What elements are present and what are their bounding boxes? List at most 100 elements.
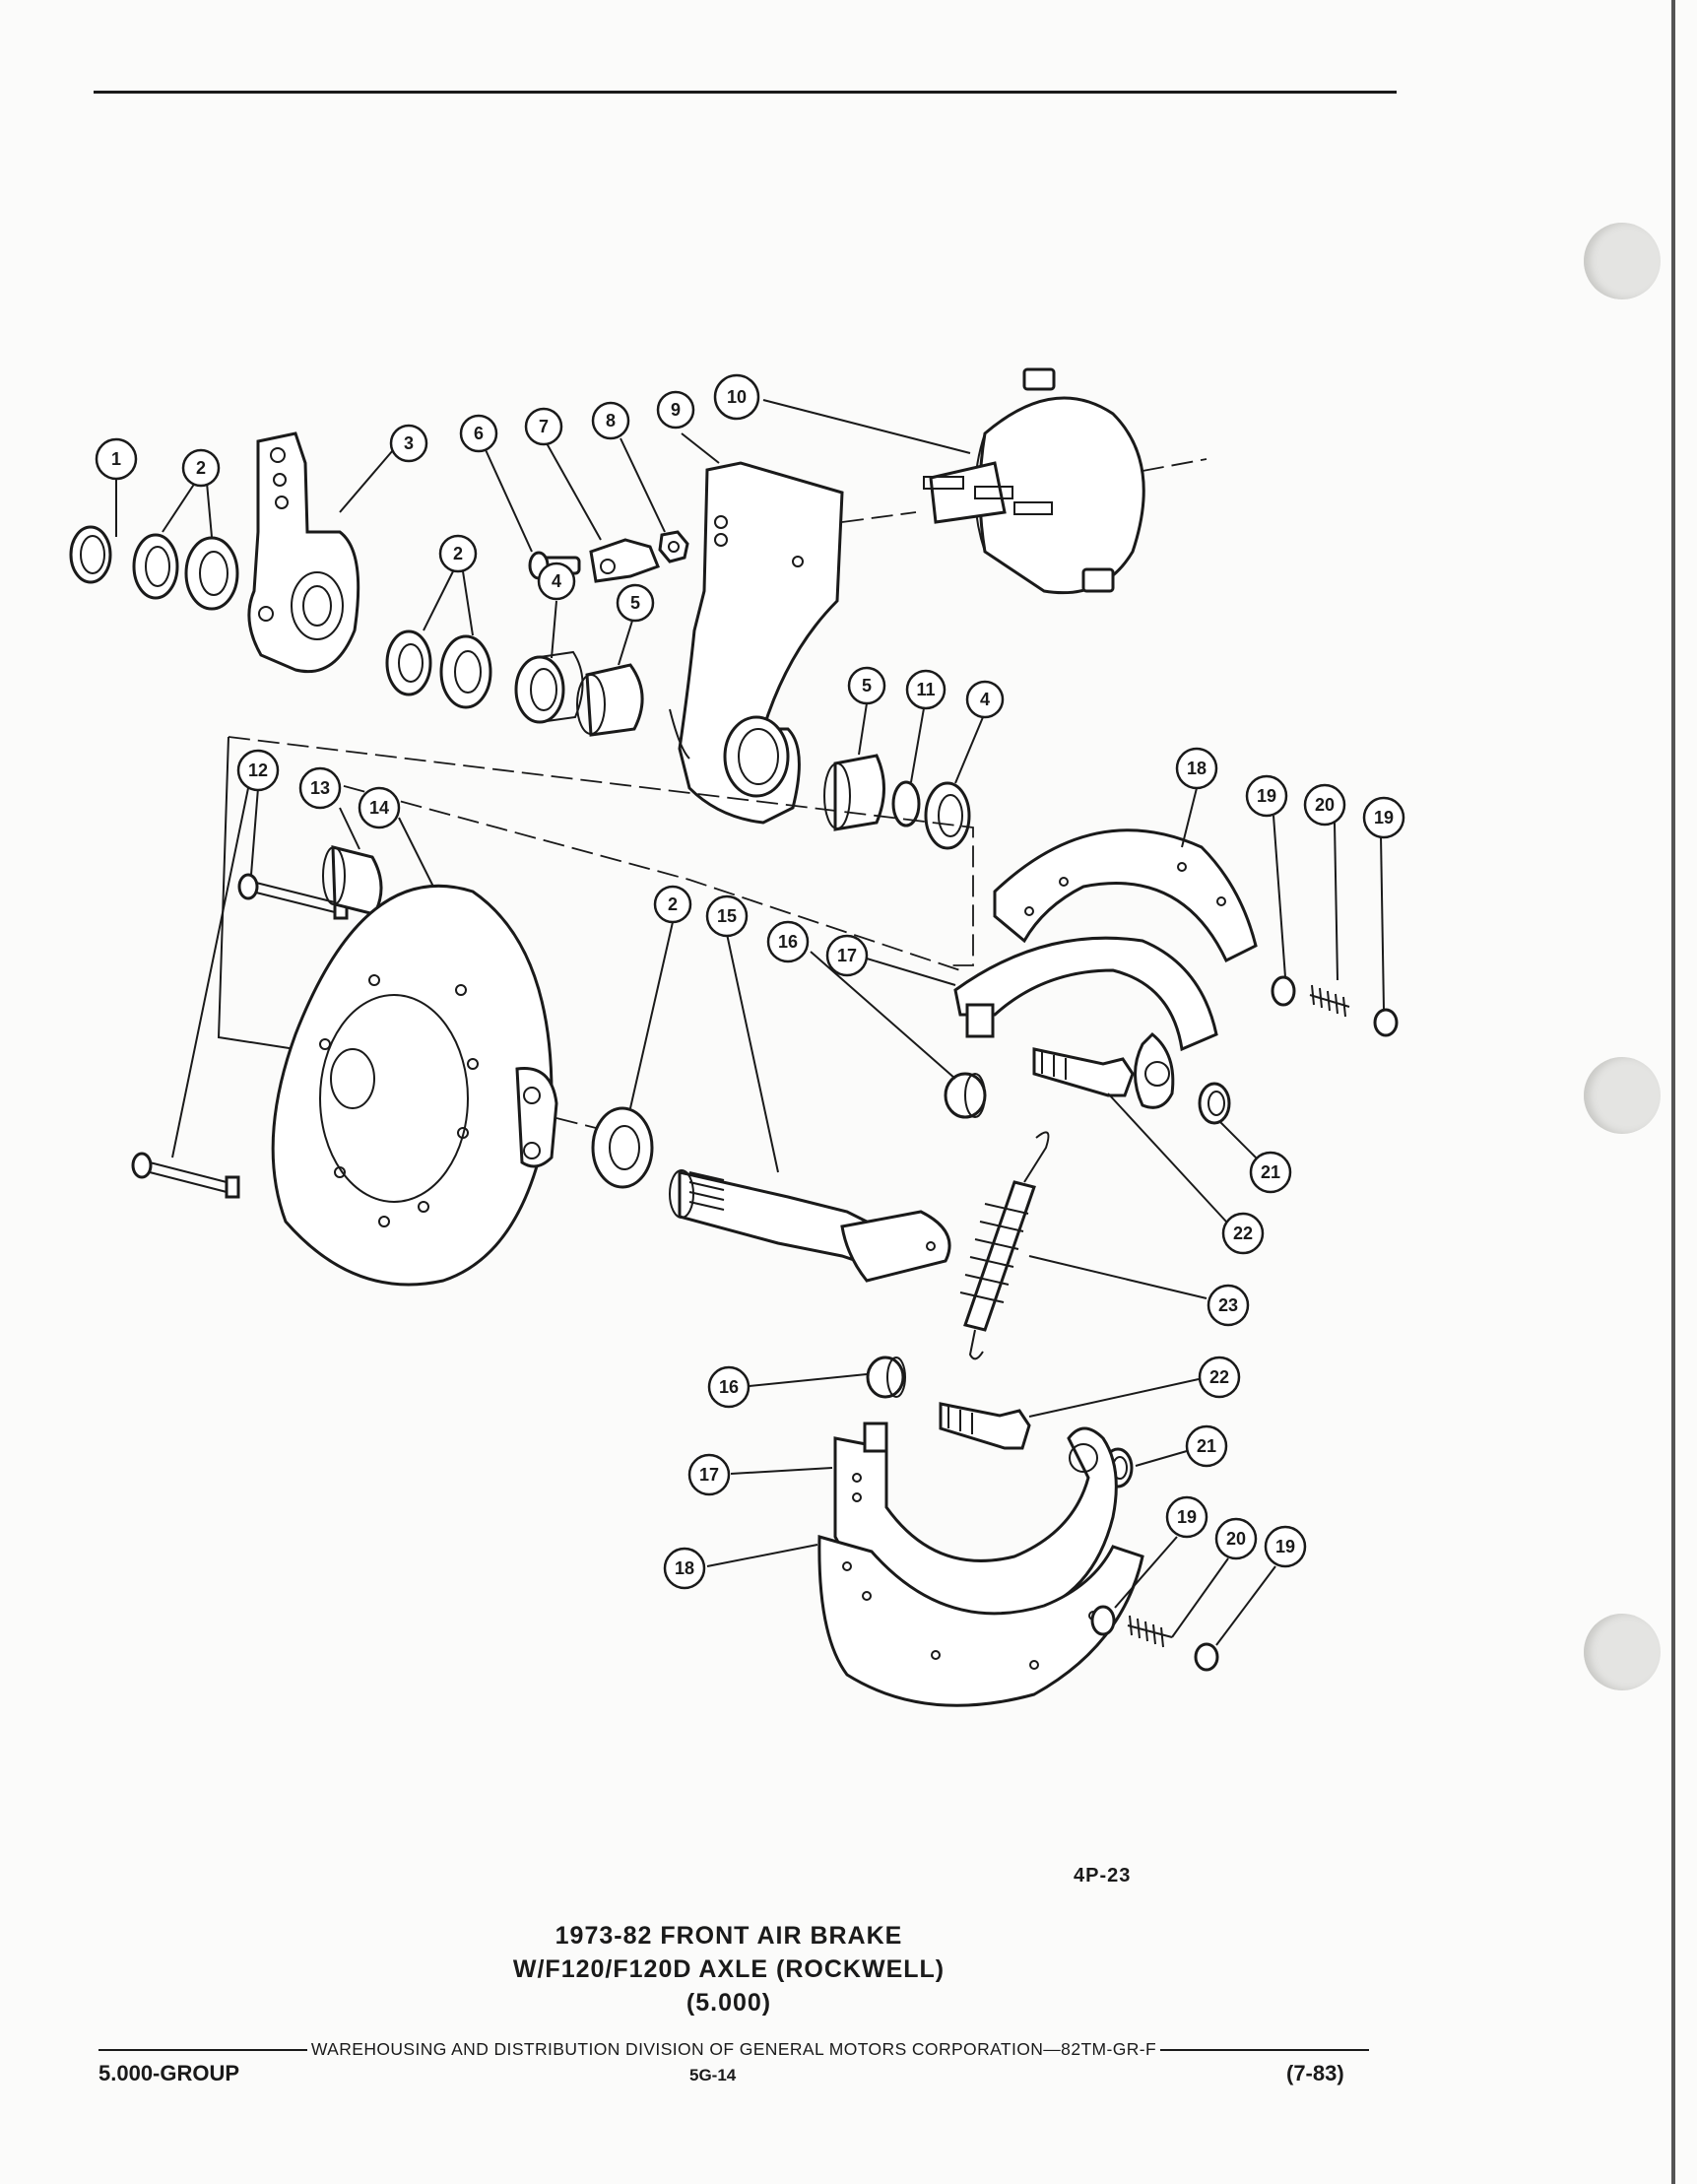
callout-2a: 2	[181, 448, 221, 488]
callout-13: 13	[298, 766, 342, 810]
part-anchor-pin-right-upper	[1032, 1047, 1135, 1097]
callout-label-4a: 4	[552, 571, 561, 591]
part-washer-pair-left	[132, 533, 239, 611]
callout-label-21a: 21	[1261, 1162, 1280, 1182]
title-line-3: (5.000)	[685, 1989, 772, 2017]
callout-5b: 5	[847, 666, 886, 705]
part-anchor-pin-upper	[237, 873, 349, 920]
callout-19a: 19	[1245, 774, 1288, 818]
part-bushing-right	[823, 754, 885, 831]
figure-code: 4P-23	[1074, 1865, 1132, 1886]
callout-label-1: 1	[111, 449, 121, 469]
callout-label-3: 3	[404, 433, 414, 453]
callout-label-16b: 16	[719, 1377, 739, 1397]
part-washer-pair-middle	[385, 629, 492, 709]
callout-10: 10	[713, 373, 760, 421]
part-brake-lining-upper	[993, 828, 1258, 963]
callout-23: 23	[1207, 1284, 1250, 1327]
figure-title: 1973-82 FRONT AIR BRAKE W/F120/F120D AXL…	[394, 1919, 1064, 2019]
callout-5a: 5	[616, 583, 655, 623]
part-o-ring	[891, 780, 921, 827]
callout-label-22a: 22	[1233, 1224, 1253, 1243]
page-edge	[1671, 0, 1675, 2184]
part-spider-bushing	[322, 845, 383, 916]
binder-hole-bottom	[1584, 1614, 1661, 1690]
callout-label-21b: 21	[1197, 1436, 1216, 1456]
footer-date: (7-83)	[1286, 2061, 1344, 2085]
callout-label-2c: 2	[668, 894, 678, 914]
callout-label-14: 14	[369, 798, 389, 818]
callout-label-18a: 18	[1187, 759, 1207, 778]
callout-21b: 21	[1185, 1424, 1228, 1468]
part-clevis	[589, 538, 660, 583]
footer-page: 5G-14	[689, 2066, 737, 2085]
callout-2c: 2	[653, 885, 692, 924]
callout-22a: 22	[1221, 1212, 1265, 1255]
callout-20b: 20	[1214, 1517, 1258, 1560]
callout-18a: 18	[1175, 747, 1218, 790]
callout-4a: 4	[537, 562, 576, 601]
callout-label-20b: 20	[1226, 1529, 1246, 1549]
callout-label-17a: 17	[837, 946, 857, 965]
callout-9: 9	[656, 390, 695, 430]
callout-label-19a: 19	[1257, 786, 1276, 806]
callout-17b: 17	[687, 1453, 731, 1496]
callout-20a: 20	[1303, 783, 1346, 827]
callout-17a: 17	[825, 934, 869, 977]
footer-group: 5.000-GROUP	[98, 2061, 240, 2085]
part-brake-chamber	[923, 367, 1145, 595]
callout-12: 12	[236, 749, 280, 792]
part-slack-adjuster	[247, 431, 360, 674]
part-cam-roller-upper	[944, 1072, 987, 1119]
callout-2b: 2	[438, 534, 478, 573]
callout-6: 6	[459, 414, 498, 453]
part-brake-spider	[271, 884, 558, 1287]
callout-label-4b: 4	[980, 690, 990, 709]
part-brake-shoe-upper	[953, 936, 1218, 1109]
footer-rule-left	[98, 2048, 307, 2051]
callout-21a: 21	[1249, 1151, 1292, 1194]
part-seal-right	[924, 781, 971, 850]
part-seal-left	[514, 650, 584, 724]
part-cam-roller-lower	[866, 1356, 906, 1399]
callout-16b: 16	[707, 1365, 751, 1409]
callout-8: 8	[591, 401, 630, 440]
callout-label-16a: 16	[778, 932, 798, 952]
callout-15: 15	[705, 894, 749, 938]
callout-18b: 18	[663, 1547, 706, 1590]
callout-label-5a: 5	[630, 593, 640, 613]
binder-hole-middle	[1584, 1057, 1661, 1134]
part-snap-ring	[69, 525, 112, 584]
callout-label-17b: 17	[699, 1465, 719, 1485]
callout-label-13: 13	[310, 778, 330, 798]
callout-label-11: 11	[916, 680, 935, 699]
callout-label-8: 8	[606, 411, 616, 430]
part-spring-assembly-lower	[1090, 1605, 1219, 1672]
title-line-1: 1973-82 FRONT AIR BRAKE	[555, 1922, 903, 1950]
part-anchor-pin-right-lower	[939, 1402, 1031, 1450]
callout-3: 3	[389, 424, 428, 463]
part-washer-lower	[591, 1106, 654, 1189]
callout-label-19b: 19	[1374, 808, 1394, 827]
callout-label-6: 6	[474, 424, 484, 443]
footer-division-text: WAREHOUSING AND DISTRIBUTION DIVISION OF…	[310, 2039, 1157, 2059]
title-line-2: W/F120/F120D AXLE (ROCKWELL)	[512, 1955, 946, 1983]
callout-16a: 16	[766, 920, 810, 963]
callout-1: 1	[95, 437, 138, 481]
callout-14: 14	[358, 786, 401, 829]
footer-rule-right	[1160, 2048, 1370, 2051]
top-rule	[94, 91, 1397, 94]
part-jam-nut	[658, 530, 689, 563]
callout-label-2a: 2	[196, 458, 206, 478]
callout-19c: 19	[1165, 1495, 1208, 1539]
part-brake-lining-lower	[817, 1535, 1144, 1707]
part-retainer-clip-upper	[1198, 1082, 1231, 1125]
callout-label-12: 12	[248, 761, 268, 780]
part-camshaft	[669, 1169, 951, 1283]
part-anchor-pin-lower	[131, 1152, 240, 1199]
callout-label-19d: 19	[1275, 1537, 1295, 1556]
callout-19b: 19	[1362, 796, 1405, 839]
part-spring-assembly-upper	[1271, 975, 1399, 1037]
callout-label-20a: 20	[1315, 795, 1335, 815]
